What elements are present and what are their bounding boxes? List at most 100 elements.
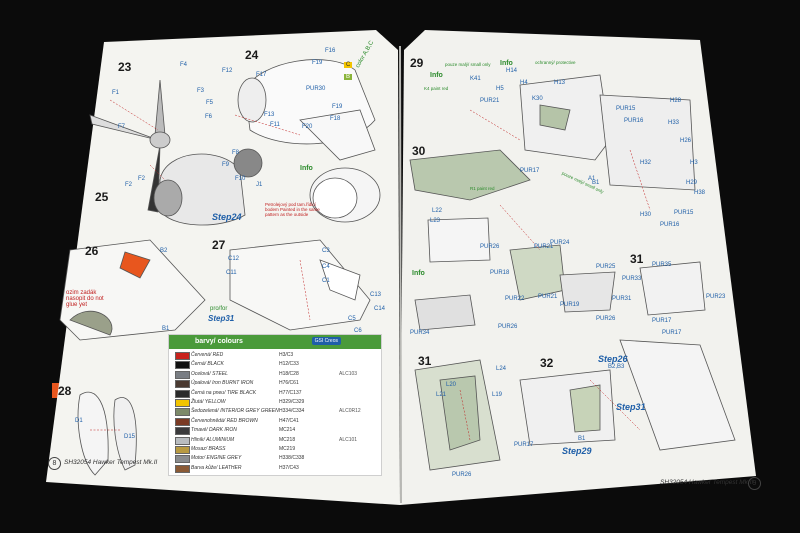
part-label: H26: [680, 138, 692, 144]
colour-swatch: [175, 399, 190, 407]
part-label: PUR21: [534, 244, 554, 250]
colour-swatch: [175, 370, 190, 379]
colour-code: H76/C61: [279, 380, 299, 387]
part-label: F2: [125, 182, 133, 188]
colour-swatch: [175, 436, 190, 445]
part-label: PUR17: [662, 330, 682, 336]
part-label: PUR15: [616, 106, 636, 112]
part-label: C1: [322, 278, 330, 284]
part-label: F20: [302, 124, 313, 130]
color-letter: C: [344, 62, 353, 68]
part-label: PUR25: [596, 264, 616, 270]
colour-name: Mosaz/ BRASS: [191, 446, 226, 452]
part-label: PUR30: [306, 86, 326, 92]
step-number: 31: [624, 251, 658, 266]
colour-code: MC218: [279, 436, 296, 443]
step-reference-prefix: pro/for: [210, 306, 228, 312]
colour-name: Černá na pneu/ TIRE BLACK: [191, 389, 257, 396]
part-label: H13: [554, 80, 566, 86]
part-label: B1: [162, 326, 170, 332]
colour-name: Červenohnědá/ RED BROWN: [191, 417, 258, 424]
part-label: H32: [640, 160, 652, 166]
part-label: C5: [348, 316, 356, 322]
colour-code: H338/C338: [279, 455, 305, 462]
colour-code: MC219: [279, 446, 296, 452]
colour-name: Tmavé/ DARK IRON: [191, 427, 237, 434]
colour-name: Červená/ RED: [191, 352, 224, 358]
page-number: 8: [48, 457, 61, 470]
part-label: F17: [256, 72, 267, 78]
part-label: PUR31: [612, 296, 632, 302]
part-label: PUR21: [538, 294, 558, 300]
warning-note: ozim zadák nasopit do not glue yet: [66, 290, 104, 308]
part-label: F9: [222, 162, 230, 168]
info-title: Info: [430, 72, 443, 79]
part-label: B1: [578, 436, 586, 442]
part-label: C6: [354, 328, 362, 334]
part-label: H28: [670, 98, 682, 104]
colour-name: Šedozelená/ INTERIOR GREY GREEN: [191, 408, 279, 415]
part-label: F16: [325, 48, 336, 54]
colour-name: Motor/ ENGINE GREY: [191, 455, 242, 462]
part-label: K41: [470, 76, 481, 82]
part-label: C13: [370, 292, 382, 298]
info-title: Info: [500, 60, 513, 67]
part-label: PUR19: [560, 302, 580, 308]
colour-swatch: [175, 361, 190, 370]
colour-name: Hliník/ ALUMINIUM: [191, 436, 235, 443]
part-label: H5: [496, 86, 504, 92]
page-footer: SH32054 Hawker Tempest Mk.II: [660, 479, 754, 486]
colour-swatch: [175, 464, 190, 473]
info-title: Info: [300, 165, 313, 172]
colour-swatch: [175, 446, 190, 454]
step-reference: Step24: [212, 212, 242, 222]
colour-name: Žlutá/ YELLOW: [191, 399, 226, 405]
step-number: 30: [406, 143, 440, 158]
part-label: C4: [322, 264, 330, 270]
color-note: ochranný/ protective: [535, 60, 576, 65]
part-label: F11: [270, 122, 280, 128]
part-label: PUR24: [550, 240, 570, 246]
part-label: PUR26: [596, 316, 616, 322]
part-label: PUR16: [660, 222, 680, 228]
part-label: H14: [506, 68, 518, 74]
color-note: pouze malý/ small only: [445, 62, 491, 67]
part-label: C14: [374, 306, 386, 312]
step-number: 31: [412, 353, 446, 368]
part-label: PUR34: [410, 330, 430, 336]
part-label: H4: [520, 80, 528, 86]
part-label: L19: [492, 392, 503, 398]
part-label: L21: [436, 392, 447, 398]
part-label: F5: [206, 100, 214, 106]
colour-name: Ocelová/ STEEL: [191, 370, 228, 377]
part-label: F1: [112, 90, 120, 96]
part-label: C3: [322, 248, 330, 254]
part-label: C12: [228, 256, 240, 262]
part-label: C11: [226, 270, 237, 276]
part-label: PUR16: [624, 118, 644, 124]
part-label: H3: [690, 160, 698, 166]
colour-row: Motor/ ENGINE GREY H338/C338: [169, 454, 381, 464]
color-note: K4 paint red: [424, 86, 449, 91]
brand-badge: GSI Creos: [311, 337, 341, 345]
part-label: F12: [222, 68, 233, 74]
colour-swatch: [175, 352, 190, 360]
part-label: PUR15: [674, 210, 694, 216]
colour-code: H334/C334: [279, 408, 305, 415]
color-letter: B: [344, 74, 353, 80]
part-label: F7: [118, 124, 126, 130]
part-label: D15: [124, 434, 136, 440]
part-label: F8: [232, 150, 240, 156]
